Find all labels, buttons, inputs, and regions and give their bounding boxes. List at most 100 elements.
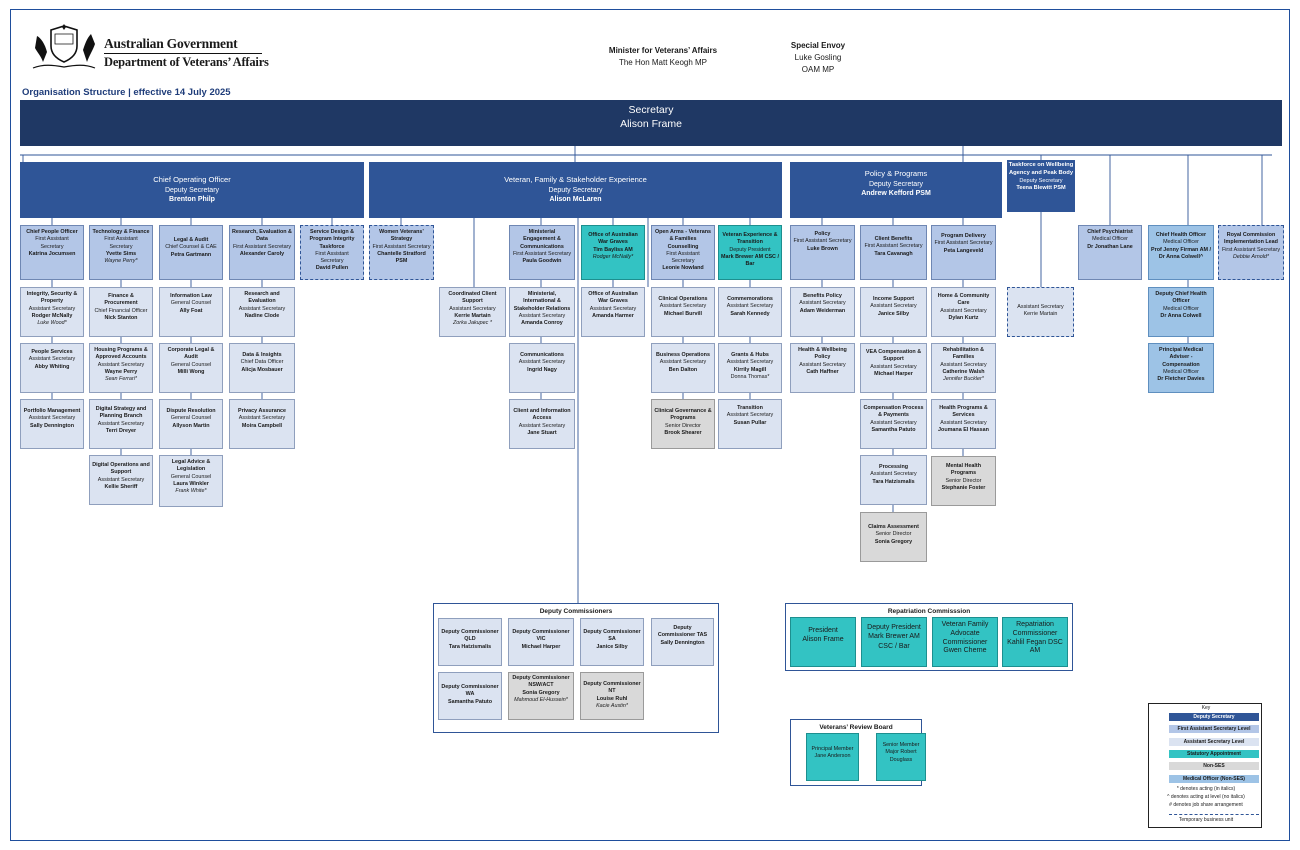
- box-sdpi[interactable]: Service Design & Program Integrity Taskf…: [300, 225, 364, 280]
- dc-sa[interactable]: Deputy Commissioner SA Janice Silby: [580, 618, 644, 666]
- box-red[interactable]: Research, Evaluation & Data First Assist…: [229, 225, 295, 280]
- box-cpsy-title: Chief Psychiatrist: [1087, 229, 1133, 235]
- box-isp[interactable]: Integrity, Security & Property Assistant…: [20, 287, 84, 337]
- box-pd-role: First Assistant Secretary: [934, 240, 993, 247]
- dc-qld[interactable]: Deputy Commissioner QLD Tara Hatzismalis: [438, 618, 502, 666]
- box-cla[interactable]: Corporate Legal & Audit General Counsel …: [159, 343, 223, 393]
- box-comm[interactable]: Commemorations Assistant Secretary Sarah…: [718, 287, 782, 337]
- box-ccs[interactable]: Coordinated Client Support Assistant Sec…: [439, 287, 506, 337]
- box-tr[interactable]: Transition Assistant Secretary Susan Pul…: [718, 399, 782, 449]
- box-oawg2[interactable]: Office of Australian War Graves Assistan…: [581, 287, 645, 337]
- box-di-title: Data & Insights: [242, 352, 282, 358]
- box-cpsy-name: Dr Jonathan Lane: [1087, 243, 1133, 250]
- dc-wa[interactable]: Deputy Commissioner WA Samantha Patuto: [438, 672, 502, 720]
- deputy-coo[interactable]: Chief Operating Officer Deputy Secretary…: [20, 162, 364, 218]
- box-proc[interactable]: Processing Assistant Secretary Tara Hatz…: [860, 455, 927, 505]
- box-oafc[interactable]: Open Arms - Veterans & Families Counsell…: [651, 225, 715, 280]
- box-rae[interactable]: Research and Evaluation Assistant Secret…: [229, 287, 295, 337]
- key-temp-line: [1169, 814, 1259, 815]
- box-hwp[interactable]: Health & Wellbeing Policy Assistant Secr…: [790, 343, 855, 393]
- box-cho[interactable]: Chief Health Officer Medical Officer Pro…: [1148, 225, 1214, 280]
- box-hpam-role: Assistant Secretary: [97, 361, 145, 368]
- rc-deputy[interactable]: Deputy President Mark Brewer AM CSC / Ba…: [861, 617, 927, 667]
- box-ps[interactable]: People Services Assistant Secretary Abby…: [20, 343, 84, 393]
- rc-vfac[interactable]: Veteran Family Advocate Commissioner Gwe…: [932, 617, 998, 667]
- box-tf[interactable]: Technology & Finance First Assistant Sec…: [89, 225, 153, 280]
- box-rf[interactable]: Rehabilitation & Families Assistant Secr…: [931, 343, 996, 393]
- deputy-vfse[interactable]: Veteran, Family & Stakeholder Experience…: [369, 162, 782, 218]
- box-cla-name: Milli Wong: [177, 368, 205, 375]
- box-gh[interactable]: Grants & Hubs Assistant Secretary Kirril…: [718, 343, 782, 393]
- box-wvs[interactable]: Women Veterans’ Strategy First Assistant…: [369, 225, 434, 280]
- box-comms[interactable]: Communications Assistant Secretary Ingri…: [509, 343, 575, 393]
- box-hps[interactable]: Health Programs & Services Assistant Sec…: [931, 399, 996, 449]
- box-pmac[interactable]: Principal Medical Adviser - Compensation…: [1148, 343, 1214, 393]
- box-pa[interactable]: Privacy Assurance Assistant Secretary Mo…: [229, 399, 295, 449]
- box-bp[interactable]: Benefits Policy Assistant Secretary Adam…: [790, 287, 855, 337]
- box-gh-acting: Donna Thomas*: [730, 373, 770, 380]
- box-cpo[interactable]: Chief People Officer First Assistant Sec…: [20, 225, 84, 280]
- box-tfas[interactable]: Assistant Secretary Kerrie Martain: [1007, 287, 1074, 337]
- box-cia[interactable]: Client and Information Access Assistant …: [509, 399, 575, 449]
- box-dos[interactable]: Digital Operations and Support Assistant…: [89, 455, 153, 505]
- box-ca[interactable]: Claims Assessment Senior Director Sonia …: [860, 512, 927, 562]
- box-dcho-title: Deputy Chief Health Officer: [1155, 291, 1207, 305]
- box-dspb[interactable]: Digital Strategy and Planning Branch Ass…: [89, 399, 153, 449]
- box-il-name: Ally Foat: [179, 307, 203, 314]
- box-is[interactable]: Income Support Assistant Secretary Janic…: [860, 287, 927, 337]
- box-pol[interactable]: Policy First Assistant Secretary Luke Br…: [790, 225, 855, 280]
- box-oawg[interactable]: Office of Australian War Graves Tim Bayl…: [581, 225, 645, 280]
- key-note-level: ^ denotes acting at level (no italics): [1167, 794, 1245, 800]
- rc-president[interactable]: President Alison Frame: [790, 617, 856, 667]
- box-pd[interactable]: Program Delivery First Assistant Secreta…: [931, 225, 996, 280]
- dc-nsw[interactable]: Deputy Commissioner NSW/ACT Sonia Gregor…: [508, 672, 574, 720]
- deputy-policy[interactable]: Policy & Programs Deputy Secretary Andre…: [790, 162, 1002, 218]
- secretary-box[interactable]: Secretary Alison Frame: [20, 100, 1282, 146]
- vrb-senior[interactable]: Senior Member Major Robert Douglass: [876, 733, 926, 781]
- dc-tas[interactable]: Deputy Commissioner TAS Sally Dennington: [651, 618, 714, 666]
- box-vcs[interactable]: VEA Compensation & Support Assistant Sec…: [860, 343, 927, 393]
- box-di[interactable]: Data & Insights Chief Data Officer Alicj…: [229, 343, 295, 393]
- box-tr-title: Transition: [737, 405, 763, 411]
- box-mec[interactable]: Ministerial Engagement & Communications …: [509, 225, 575, 280]
- rc-commissioner[interactable]: Repatriation Commissioner Kahlil Fegan D…: [1002, 617, 1068, 667]
- box-hcc[interactable]: Home & Community Care Assistant Secretar…: [931, 287, 996, 337]
- vrb-principal[interactable]: Principal Member Jane Anderson: [806, 733, 859, 781]
- box-il[interactable]: Information Law General Counsel Ally Foa…: [159, 287, 223, 337]
- box-red-title: Research, Evaluation & Data: [232, 229, 292, 243]
- box-hpam[interactable]: Housing Programs & Approved Accounts Ass…: [89, 343, 153, 393]
- box-cgp[interactable]: Clinical Governance & Programs Senior Di…: [651, 399, 715, 449]
- box-rcil[interactable]: Royal Commission Implementation Lead Fir…: [1218, 225, 1284, 280]
- key-deputy: Deputy Secretary: [1169, 713, 1259, 721]
- box-cpp[interactable]: Compensation Process & Payments Assistan…: [860, 399, 927, 449]
- box-oawg-acting: Rodger McNally*: [592, 253, 634, 260]
- box-fp[interactable]: Finance & Procurement Chief Financial Of…: [89, 287, 153, 337]
- box-wvs-role: First Assistant Secretary: [372, 243, 431, 250]
- box-pm[interactable]: Portfolio Management Assistant Secretary…: [20, 399, 84, 449]
- box-vet[interactable]: Veteran Experience & Transition Deputy P…: [718, 225, 782, 280]
- box-cpsy[interactable]: Chief Psychiatrist Medical Officer Dr Jo…: [1078, 225, 1142, 280]
- box-hpam-name: Wayne Perry: [104, 368, 138, 375]
- deputy-policy-title: Policy & Programs: [864, 169, 928, 178]
- deputy-taskforce[interactable]: Taskforce on Wellbeing Agency and Peak B…: [1007, 160, 1075, 212]
- box-mec-name: Paula Goodwin: [522, 258, 562, 265]
- box-cia-name: Jane Stuart: [527, 429, 557, 436]
- box-dcho[interactable]: Deputy Chief Health Officer Medical Offi…: [1148, 287, 1214, 337]
- dept-name: Department of Veterans’ Affairs: [104, 55, 269, 69]
- box-proc-name: Tara Hatzismalis: [872, 478, 915, 485]
- coat-of-arms-icon: [32, 24, 96, 69]
- box-co[interactable]: Clinical Operations Assistant Secretary …: [651, 287, 715, 337]
- box-lal[interactable]: Legal Advice & Legislation General Couns…: [159, 455, 223, 507]
- box-mhp[interactable]: Mental Health Programs Senior Director S…: [931, 456, 996, 506]
- box-hpam-acting: Sean Ferrari*: [104, 376, 138, 383]
- box-la[interactable]: Legal & Audit Chief Counsel & CAE Petra …: [159, 225, 223, 280]
- page-title: Organisation Structure | effective 14 Ju…: [22, 87, 231, 98]
- box-dr[interactable]: Dispute Resolution General Counsel Allys…: [159, 399, 223, 449]
- deputy-taskforce-name: Teena Blewitt PSM: [1016, 185, 1066, 192]
- box-wvs-title: Women Veterans’ Strategy: [379, 229, 424, 243]
- dc-vic[interactable]: Deputy Commissioner VIC Michael Harper: [508, 618, 574, 666]
- box-mis[interactable]: Ministerial, International & Stakeholder…: [509, 287, 575, 337]
- dc-nt[interactable]: Deputy Commissioner NT Louise Ruhl Kacie…: [580, 672, 644, 720]
- box-bo[interactable]: Business Operations Assistant Secretary …: [651, 343, 715, 393]
- box-cb[interactable]: Client Benefits First Assistant Secretar…: [860, 225, 927, 280]
